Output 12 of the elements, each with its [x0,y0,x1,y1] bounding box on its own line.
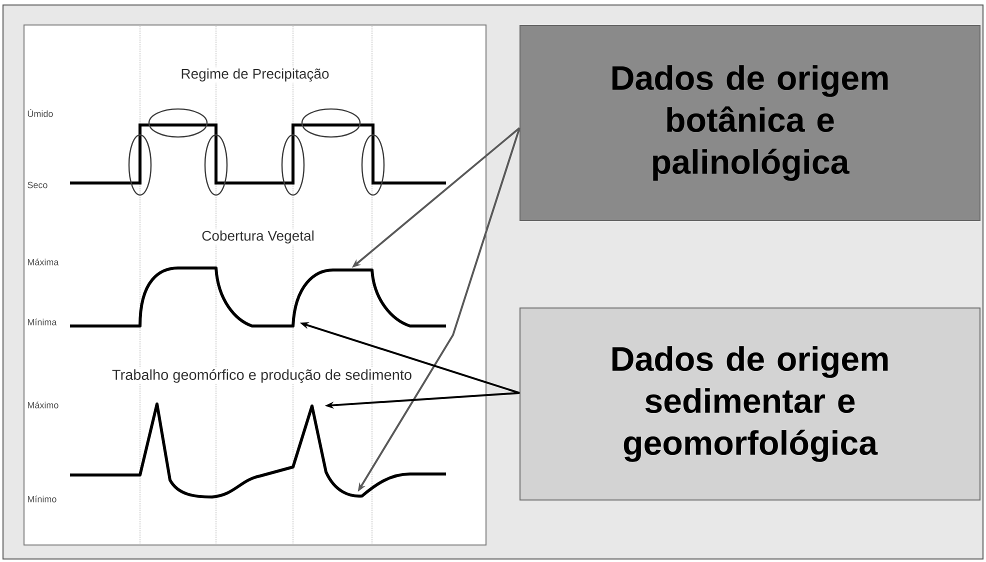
axis-label: Máximo [26,400,60,410]
sediment-curve [70,402,446,498]
text-box: Dados de origem botânica e palinológica [520,25,980,221]
text-box: Dados de origem sedimentar e geomorfológica [520,308,980,500]
axis-label: Mínima [26,318,58,326]
axis-label: Máxima [26,258,60,266]
axis-label: Úmido [26,108,54,118]
axis-label: Regime de Precipitação [180,67,330,83]
axis-label: Trabalho geomórfico e produção de sedimento [110,368,414,384]
axis-label: Cobertura Vegetal [200,229,316,245]
vegetation-curve [70,266,446,328]
axis-label: Mínimo [26,494,58,504]
